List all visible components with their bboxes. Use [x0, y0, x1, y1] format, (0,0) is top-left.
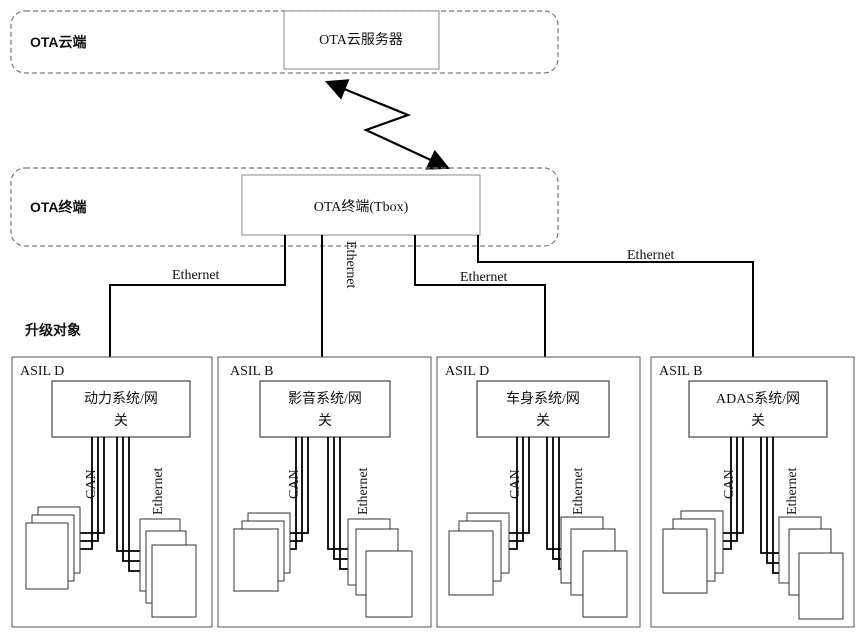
ethernet-bus-label: Ethernet — [151, 467, 166, 515]
ecu-stack-can — [448, 512, 510, 596]
ecu-stack-ethernet — [139, 518, 197, 618]
ethernet-label-link-4: Ethernet — [627, 248, 675, 263]
domain-2: ASIL B 影音系统/网 关 CAN Ethernet — [217, 356, 432, 628]
asil-level-label: ASIL D — [20, 364, 64, 379]
cloud-zone-label: OTA云端 — [30, 34, 87, 50]
can-bus-label: CAN — [287, 469, 302, 499]
ota-cloud-server-box — [283, 10, 440, 70]
domain-boundary — [436, 356, 641, 628]
ethernet-bus-label: Ethernet — [785, 467, 800, 515]
domain-4: ASIL B ADAS系统/网 关 CAN Ethernet — [650, 356, 855, 628]
ota-terminal-zone: OTA终端 OTA终端(Tbox) — [10, 167, 559, 247]
can-bus-label: CAN — [508, 469, 523, 499]
tbox-label: OTA终端(Tbox) — [314, 199, 409, 215]
ecu-stack-ethernet — [347, 518, 413, 618]
gateway-label-line-2: 关 — [114, 413, 128, 429]
gateway-box — [51, 380, 191, 438]
ota-cloud-zone: OTA云端 OTA云服务器 — [10, 10, 559, 74]
gateway-label-line-1: ADAS系统/网 — [716, 391, 800, 407]
upgrade-objects-label: 升级对象 — [25, 322, 81, 338]
ecu-stack-can — [25, 506, 81, 590]
can-bus-label: CAN — [84, 469, 99, 499]
ota-cloud-server-label: OTA云服务器 — [319, 32, 403, 48]
asil-level-label: ASIL B — [230, 364, 273, 379]
gateway-label-line-1: 影音系统/网 — [288, 390, 362, 407]
ecu-stack-can — [662, 510, 724, 594]
domain-boundary — [11, 356, 213, 628]
ecu-stack-ethernet — [560, 516, 628, 618]
domain-boundary — [650, 356, 855, 628]
ethernet-uplinks — [109, 235, 754, 357]
domain-3: ASIL D 车身系统/网 关 CAN Ethernet — [436, 356, 641, 628]
uplink-domain-3 — [414, 235, 546, 357]
gateway-label-line-1: 动力系统/网 — [84, 391, 158, 407]
gateway-label-line-2: 关 — [318, 413, 332, 429]
asil-level-label: ASIL D — [445, 364, 489, 379]
gateway-box — [259, 380, 391, 438]
gateway-box — [688, 380, 828, 438]
tbox-box — [241, 174, 481, 236]
asil-level-label: ASIL B — [659, 364, 702, 379]
uplink-domain-1 — [109, 235, 286, 357]
ethernet-label-link-3: Ethernet — [460, 270, 508, 285]
gateway-box — [476, 380, 610, 438]
ethernet-label-link-1: Ethernet — [172, 268, 220, 283]
ethernet-bus-label: Ethernet — [356, 467, 371, 515]
gateway-label-line-1: 车身系统/网 — [506, 390, 580, 407]
gateway-label-line-2: 关 — [536, 413, 550, 429]
ethernet-bus-label: Ethernet — [571, 467, 586, 515]
ecu-stack-ethernet — [778, 516, 844, 620]
uplink-domain-4 — [477, 235, 754, 357]
wireless-link-arrow — [324, 79, 450, 170]
ecu-stack-can — [233, 512, 291, 592]
gateway-label-line-2: 关 — [751, 413, 765, 429]
ethernet-label-link-2: Ethernet — [343, 241, 358, 289]
domain-1: ASIL D 动力系统/网 关 CAN Ethernet — [11, 356, 213, 628]
can-bus-label: CAN — [722, 469, 737, 499]
domain-boundary — [217, 356, 432, 628]
terminal-zone-label: OTA终端 — [30, 199, 87, 215]
